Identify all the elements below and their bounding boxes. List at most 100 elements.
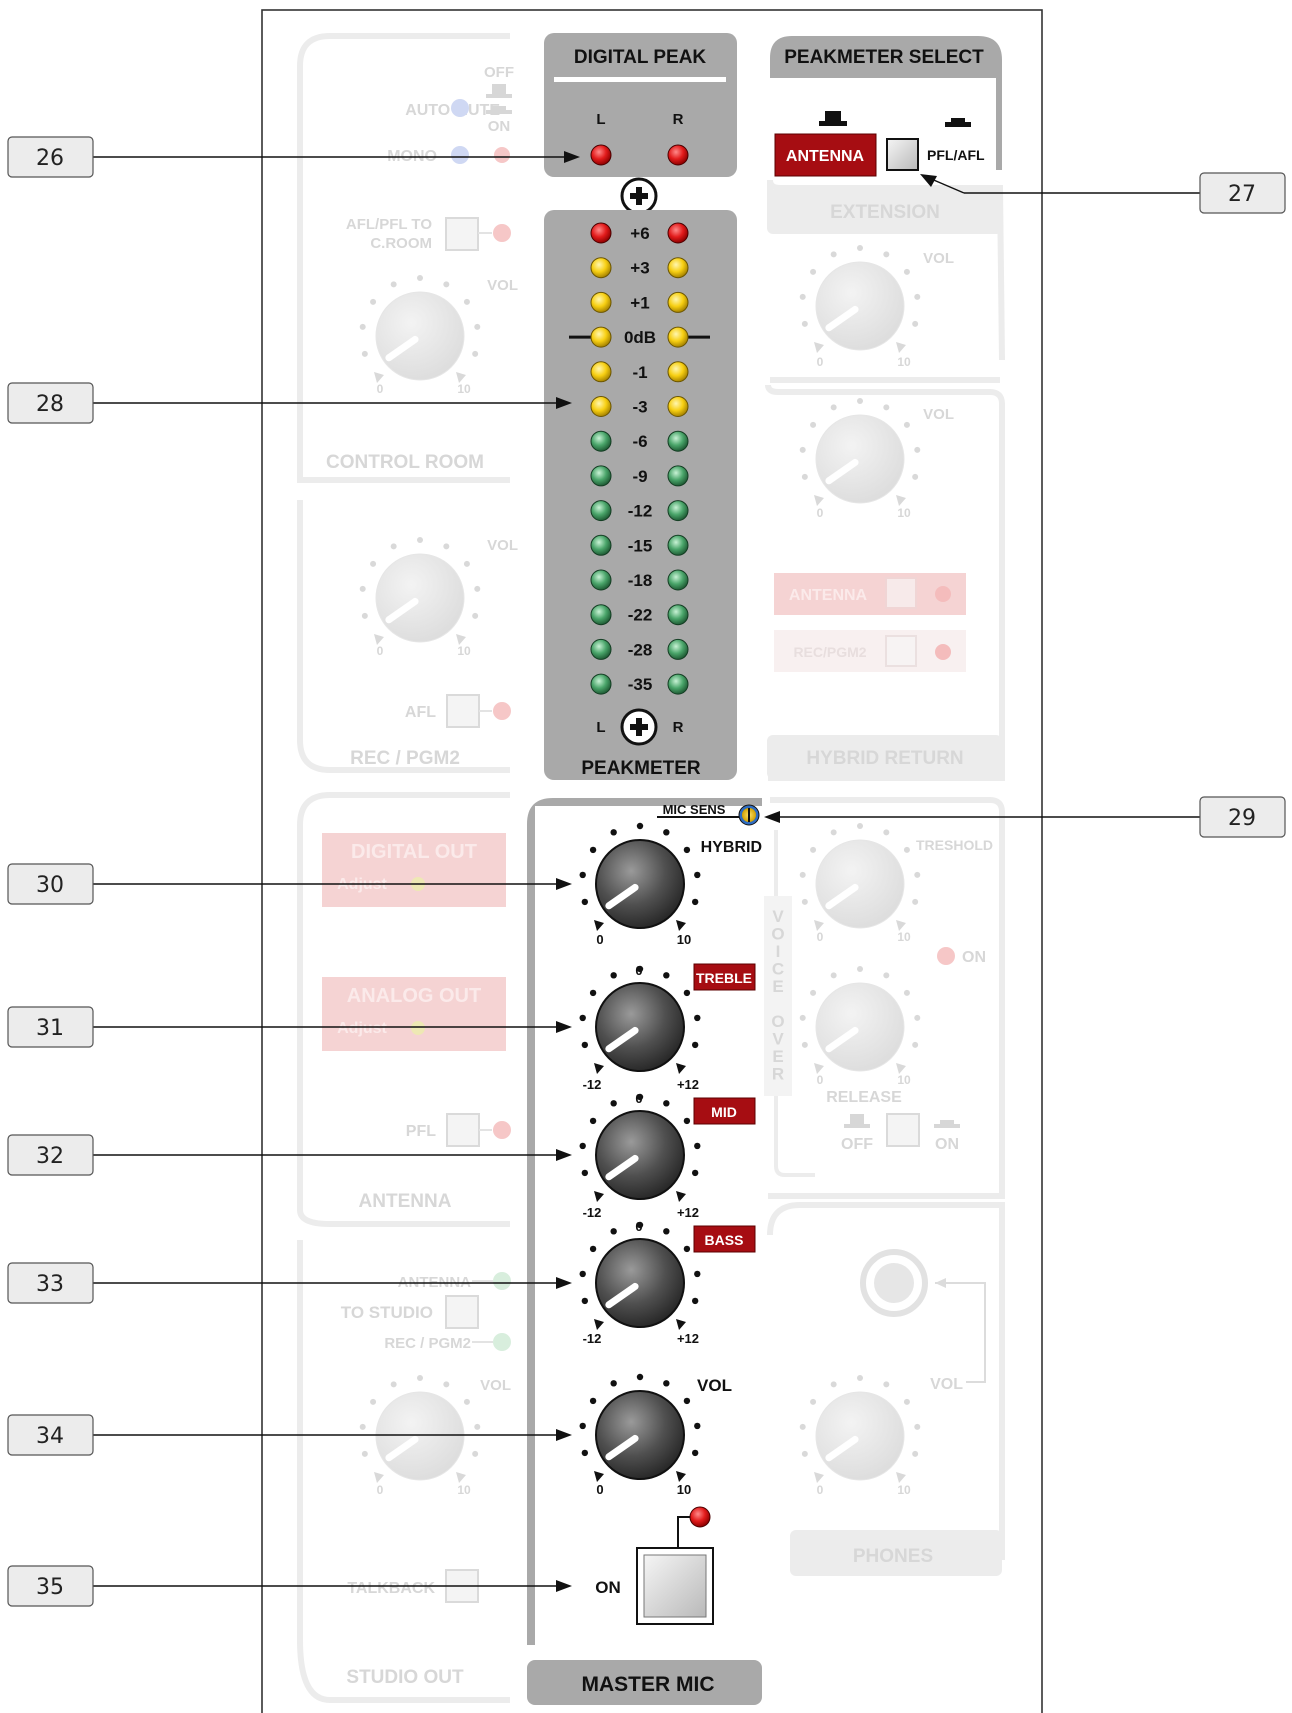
ghost-release-label: RELEASE — [826, 1089, 902, 1106]
ghost-rec-pgm2-small-label: REC / PGM2 — [384, 1335, 471, 1352]
master-mic-on-label: ON — [595, 1578, 621, 1597]
svg-text:10: 10 — [897, 506, 911, 520]
ghost-digital-out-label: DIGITAL OUT — [351, 841, 477, 863]
peakmeter-row: -35 — [590, 673, 689, 695]
ghost-on-label: ON — [488, 118, 511, 135]
digital-peak-left-label: L — [596, 111, 605, 128]
ghost-to-studio-label: TO STUDIO — [341, 1303, 433, 1322]
voice-over-letter: R — [772, 1065, 784, 1084]
mid-knob[interactable] — [579, 1093, 701, 1203]
peakmeter-scale-label: -28 — [628, 640, 653, 659]
master-vol-knob[interactable] — [579, 1373, 701, 1483]
voice-over-letter: E — [772, 977, 783, 996]
svg-text:10: 10 — [897, 1073, 911, 1087]
ghost-talkback-label: TALKBACK — [347, 1580, 435, 1597]
peakmeter-row: -22 — [590, 604, 689, 626]
svg-text:OFF: OFF — [841, 1136, 873, 1153]
peakmeter-led-left — [590, 326, 612, 348]
svg-text:-12: -12 — [583, 1331, 602, 1346]
peakmeter-row: -1 — [590, 361, 689, 383]
peakmeter-right-label: R — [673, 719, 684, 736]
peakmeter-led-right — [667, 673, 689, 695]
svg-text:10: 10 — [897, 355, 911, 369]
ghost-phones-title: PHONES — [853, 1546, 933, 1567]
peakmeter-row: -12 — [590, 500, 689, 522]
voice-over-letter: E — [772, 1047, 783, 1066]
ghost-control-room-title: CONTROL ROOM — [326, 452, 484, 473]
digital-peak-section: DIGITAL PEAK L R — [544, 33, 737, 177]
peakmeter-row: +3 — [590, 257, 689, 279]
callout-29: 29 — [1199, 796, 1286, 838]
mic-sens-label: MIC SENS — [663, 802, 726, 817]
svg-text:10: 10 — [897, 1483, 911, 1497]
svg-text:VOL: VOL — [487, 537, 518, 554]
peakmeter-scale-label: +6 — [630, 224, 649, 243]
peakmeter-scale-label: -35 — [628, 675, 653, 694]
peakmeter-scale-label: -9 — [632, 467, 647, 486]
peakmeter-row: -3 — [590, 396, 689, 417]
svg-text:29: 29 — [1228, 806, 1256, 831]
antenna-select-label: ANTENNA — [786, 148, 865, 165]
hybrid-knob[interactable] — [579, 822, 701, 932]
ghost-extension-title: EXTENSION — [830, 202, 940, 223]
peakmeter-scale-label: 0dB — [624, 328, 656, 347]
ghost-afl-pfl-label: AFL/PFL TO — [346, 216, 432, 233]
peakmeter-led-left — [590, 291, 612, 313]
ghost-studio-out-knob — [359, 1375, 481, 1484]
svg-text:Adjust: Adjust — [337, 1020, 387, 1037]
peakmeter-led-right — [667, 638, 689, 660]
svg-text:26: 26 — [36, 146, 64, 171]
ghost-rec-pgm2-button-label: REC/PGM2 — [793, 644, 866, 660]
callout-27: 27 — [1199, 172, 1286, 214]
peakmeter-scale-label: -1 — [632, 363, 647, 382]
peakmeter-led-right — [667, 361, 689, 383]
ghost-cr-vol-label: VOL — [487, 277, 518, 294]
svg-text:30: 30 — [36, 873, 64, 898]
peakmeter-left-label: L — [596, 719, 605, 736]
voice-over-letter: C — [772, 960, 784, 979]
svg-text:0: 0 — [817, 355, 824, 369]
peakmeter-led-right — [667, 222, 689, 244]
svg-text:32: 32 — [36, 1144, 64, 1169]
bass-knob[interactable] — [579, 1221, 701, 1331]
peakmeter-select-button[interactable] — [886, 138, 919, 171]
ghost-pfl-label: PFL — [406, 1123, 436, 1140]
voice-over-letter: O — [771, 1012, 784, 1031]
mid-label: MID — [711, 1104, 737, 1120]
treble-knob[interactable] — [579, 965, 701, 1075]
screw-icon — [620, 177, 658, 215]
ghost-hybrid-return-title: HYBRID RETURN — [806, 748, 963, 769]
peakmeter-scale-label: +3 — [630, 259, 649, 278]
antenna-select-indicator — [774, 133, 877, 177]
peakmeter-led-left — [590, 222, 612, 244]
peakmeter-row: +1 — [590, 291, 689, 313]
peakmeter-row: -6 — [590, 430, 689, 452]
peakmeter-led-left — [590, 257, 612, 279]
ghost-off-label: OFF — [484, 64, 514, 81]
ghost-treshold-knob — [799, 823, 921, 932]
voice-over-letter: I — [776, 942, 781, 961]
ghost-studio-out-title: STUDIO OUT — [346, 1667, 464, 1688]
bass-label: BASS — [705, 1232, 744, 1248]
peakmeter-row: -28 — [590, 638, 689, 660]
ghost-antenna-title: ANTENNA — [359, 1191, 452, 1212]
svg-text:10: 10 — [677, 1482, 691, 1497]
peakmeter-led-left — [590, 638, 612, 660]
peakmeter-led-right — [667, 569, 689, 591]
digital-peak-title: DIGITAL PEAK — [574, 47, 707, 68]
callout-26: 26 — [7, 136, 94, 178]
ghost-release-knob — [799, 966, 921, 1075]
peakmeter-led-left — [590, 534, 612, 556]
peakmeter-led-right — [667, 430, 689, 452]
ghost-analog-out-label: ANALOG OUT — [347, 985, 481, 1007]
svg-text:10: 10 — [677, 932, 691, 947]
peakmeter-scale-label: -15 — [628, 536, 653, 555]
ghost-antenna-button-label: ANTENNA — [789, 587, 868, 604]
peakmeter-led-left — [590, 430, 612, 452]
peakmeter-scale-label: -3 — [632, 398, 647, 417]
peakmeter-scale-label: -12 — [628, 502, 653, 521]
peakmeter-led-right — [667, 257, 689, 279]
ghost-c-room-label: C.ROOM — [370, 235, 432, 252]
